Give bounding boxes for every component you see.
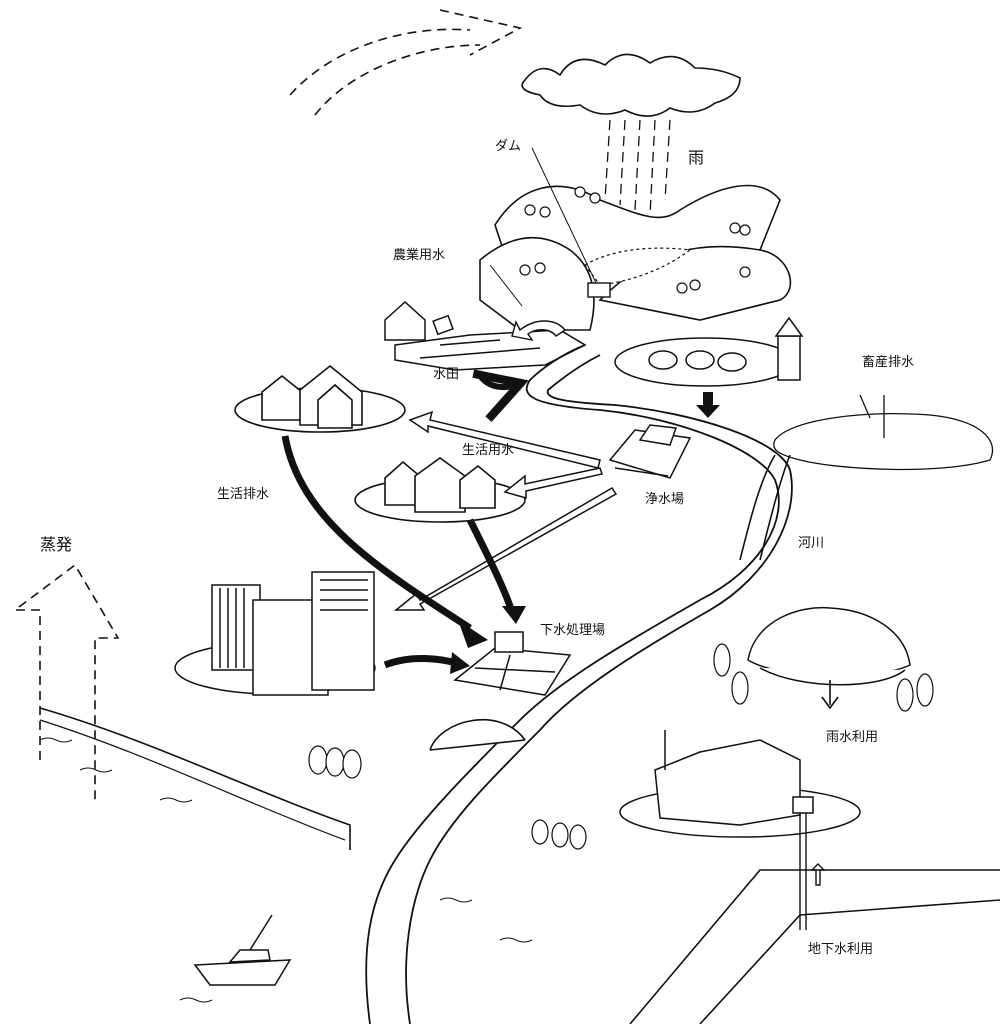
label-paddy-field: 水田	[433, 368, 459, 381]
land-edge-left-2	[40, 720, 345, 840]
dam-structure	[588, 283, 610, 297]
label-evaporation: 蒸発	[40, 537, 72, 553]
label-purification-plant: 浄水場	[645, 493, 684, 506]
label-sewage-treatment-plant: 下水処理場	[540, 624, 605, 637]
rain-cloud	[522, 54, 740, 116]
label-livestock-wastewater: 畜産排水	[862, 356, 914, 369]
label-groundwater-use: 地下水利用	[808, 943, 873, 956]
evaporation-arrow-left	[15, 565, 118, 800]
river	[366, 345, 792, 1024]
city-buildings	[175, 572, 375, 695]
pond	[774, 395, 993, 469]
label-rainwater-use: 雨水利用	[826, 731, 878, 744]
livestock-area	[615, 318, 802, 386]
label-river: 河川	[798, 537, 824, 550]
label-domestic-water: 生活用水	[462, 444, 514, 457]
label-domestic-wastewater: 生活排水	[217, 488, 269, 501]
rainwater-dome	[748, 608, 910, 685]
evaporation-arrow-top	[290, 10, 520, 115]
wastewater-arrowhead-2	[502, 606, 526, 624]
wastewater-arrowhead-1	[458, 620, 488, 648]
houses-upper	[235, 366, 405, 432]
rain-lines	[605, 120, 670, 215]
bridge	[430, 720, 525, 750]
label-rain: 雨	[688, 150, 704, 166]
label-agricultural-water: 農業用水	[393, 249, 445, 262]
livestock-drain-arrow	[696, 392, 720, 418]
houses-middle	[355, 458, 525, 522]
boat	[195, 915, 290, 985]
purification-plant	[610, 425, 690, 478]
factory	[620, 730, 860, 837]
paddy-drain-arrow	[478, 372, 515, 387]
label-dam: ダム	[495, 140, 521, 153]
